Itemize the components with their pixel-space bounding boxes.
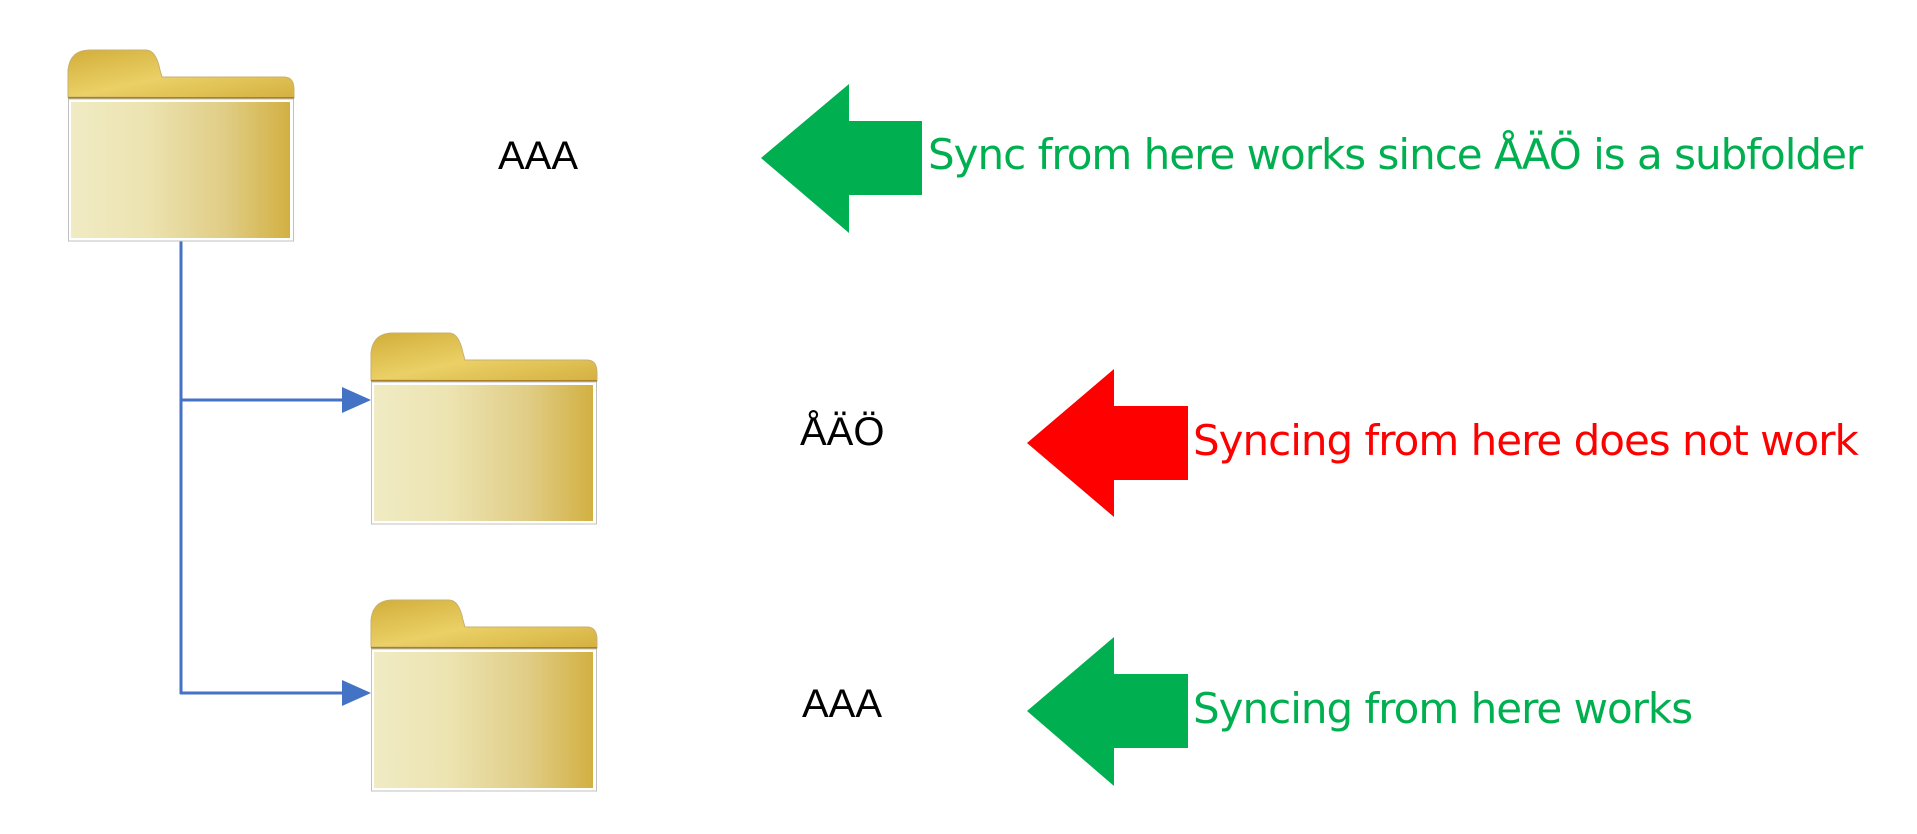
tree-connector xyxy=(179,235,371,706)
status-arrow-works-1 xyxy=(761,84,922,233)
folder-icon-child-1[interactable] xyxy=(370,332,598,525)
annotation-root: Sync from here works since ÅÄÖ is a subf… xyxy=(928,130,1863,179)
connector-arrowhead xyxy=(342,387,371,413)
status-arrow-works-2 xyxy=(1027,637,1188,786)
folder-label-root: AAA xyxy=(498,134,579,178)
annotation-child-1: Syncing from here does not work xyxy=(1193,416,1859,465)
status-arrow-fails xyxy=(1027,369,1188,517)
connector-arrowhead xyxy=(342,680,371,706)
folder-icon-child-2[interactable] xyxy=(370,599,598,792)
folder-label-child-1: ÅÄÖ xyxy=(800,410,885,454)
folder-label-child-2: AAA xyxy=(802,682,883,726)
annotation-child-2: Syncing from here works xyxy=(1193,684,1693,733)
folder-icon-root[interactable] xyxy=(67,49,295,242)
